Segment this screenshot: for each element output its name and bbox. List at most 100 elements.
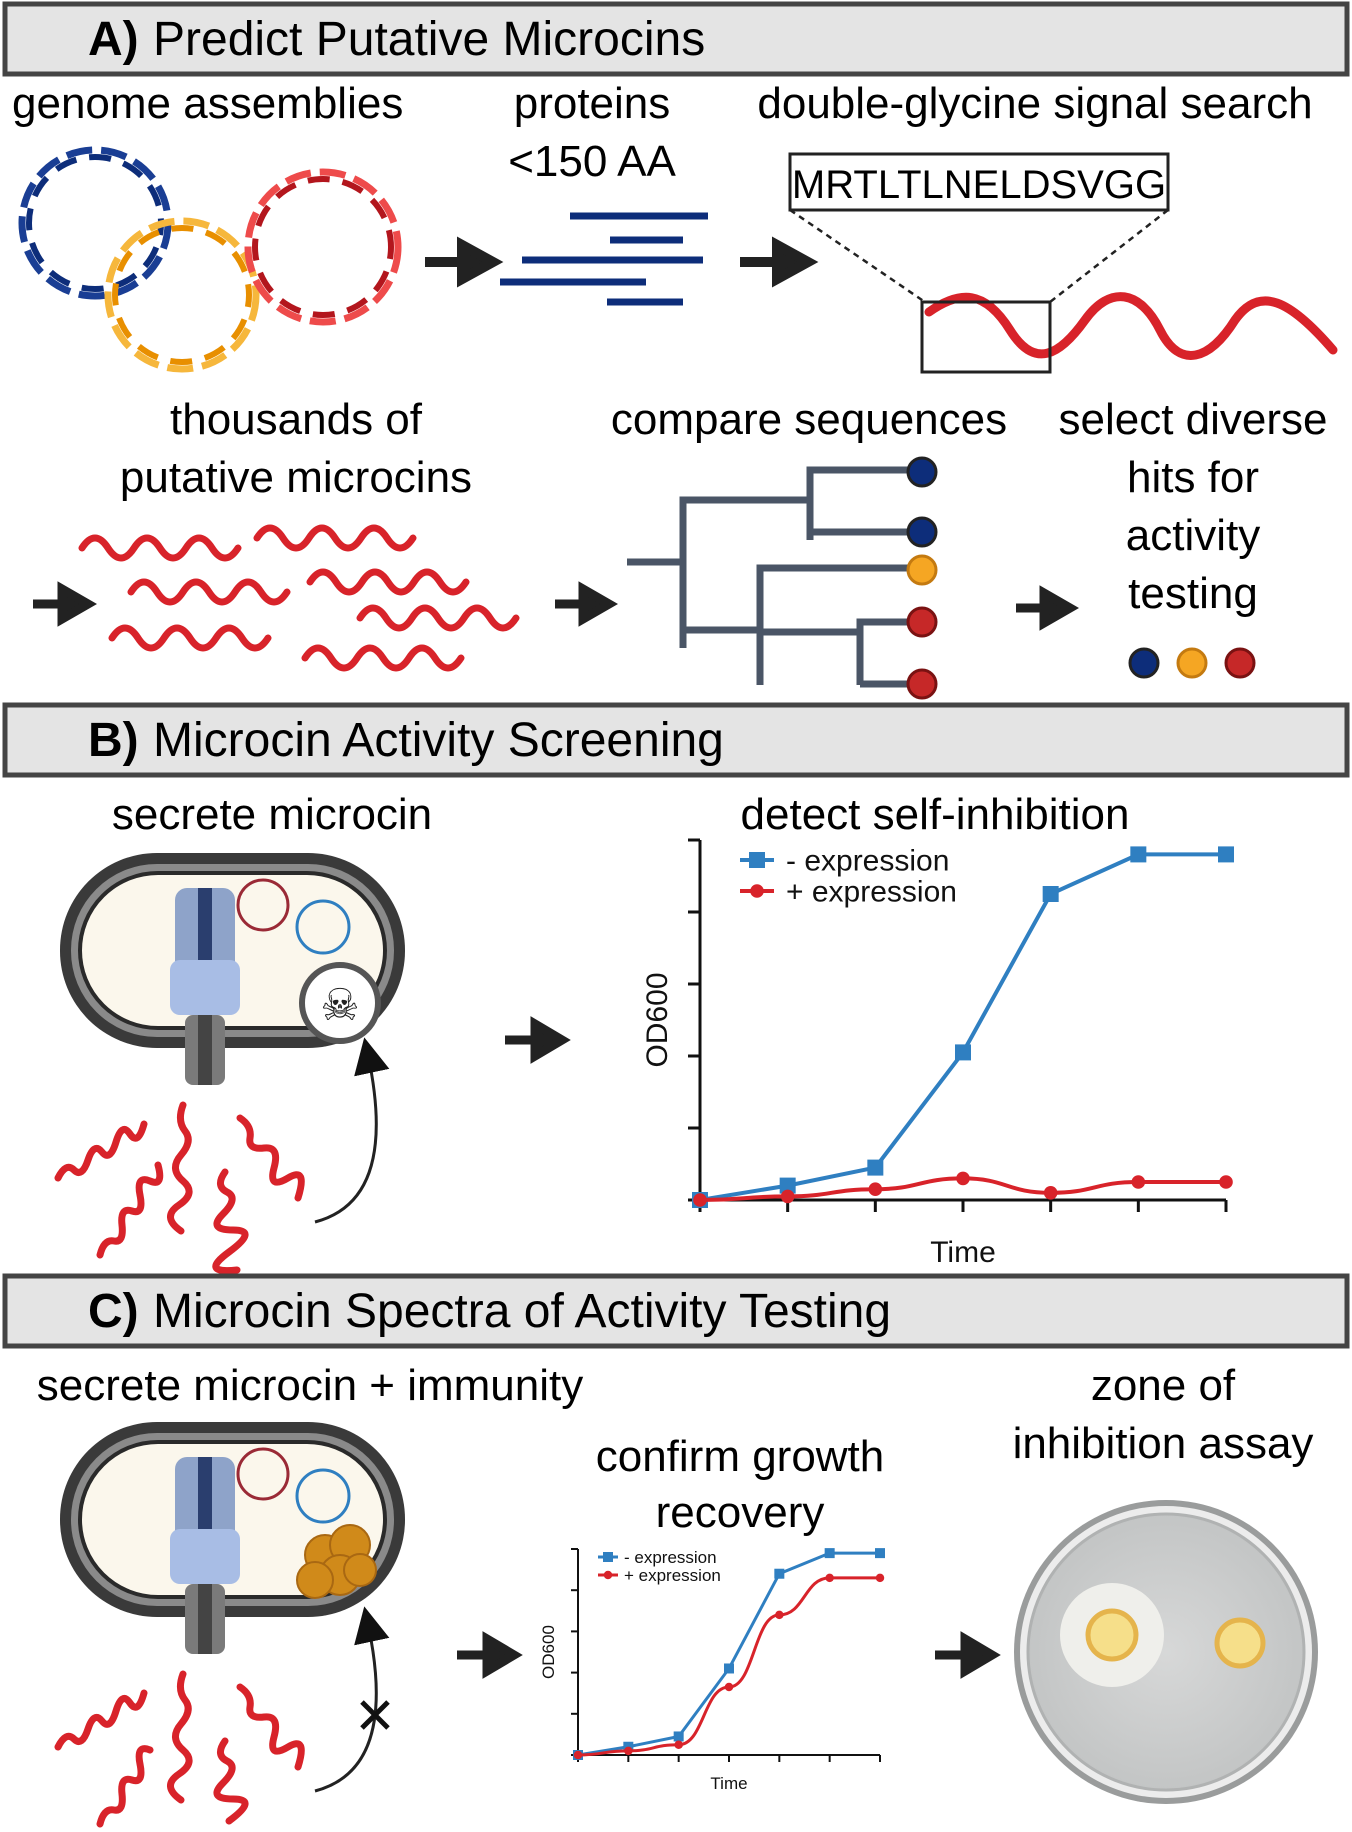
plasmid-red-icon [236, 878, 290, 932]
legend-marker [603, 1570, 613, 1580]
proteins-length-label: <150 AA [508, 137, 676, 186]
data-point-minus-expression [875, 1548, 885, 1559]
section-b-header-box [2, 702, 1350, 778]
legend-marker [749, 852, 765, 868]
data-point-minus-expression [955, 1044, 971, 1061]
toxin-return-arrow-b [314, 1037, 390, 1224]
section-a: A) Predict Putative Microcins genome ass… [2, 1, 1350, 700]
block-x-icon [360, 1700, 390, 1730]
tree-leaf-red-2 [906, 668, 938, 700]
selected-hit-blue [1128, 647, 1160, 679]
selected-hit-orange [1176, 647, 1208, 679]
tree-leaf-blue-2 [906, 516, 938, 548]
section-c-title: Microcin Spectra of Activity Testing [153, 1285, 891, 1338]
proteins-label: proteins [514, 79, 671, 128]
plasmid-blue-icon [295, 899, 351, 955]
data-point-plus-expression [868, 1182, 883, 1196]
data-point-minus-expression [1042, 886, 1059, 902]
data-point-plus-expression [780, 1189, 795, 1204]
arrow-microcins-to-tree [555, 581, 619, 627]
signal-highlight-box [920, 300, 1052, 374]
data-point-minus-expression [824, 1548, 835, 1559]
producer-cell-b: ☠ [60, 853, 405, 1085]
arrow-into-microcins [33, 581, 98, 627]
legend-label: - expression [786, 845, 949, 878]
compare-sequences-label: compare sequences [611, 395, 1007, 444]
arrow-chart-to-plate [935, 1631, 1001, 1679]
peptide-wave-large [924, 292, 1338, 360]
section-c-letter: C) [88, 1285, 139, 1338]
genome-assemblies-label: genome assemblies [12, 79, 403, 128]
legend-marker [750, 884, 764, 898]
tree-leaf-orange [906, 554, 938, 586]
plasmid-blue-icon [295, 1468, 351, 1524]
data-point-plus-expression [624, 1746, 633, 1756]
plasmid-red-icon [236, 1447, 290, 1501]
orange-genome-circle [104, 217, 260, 373]
transporter-icon [170, 888, 240, 1085]
signal-sequence-text: MRTLTLNELDSVGG [792, 163, 1166, 207]
select-diverse-label: select diverse [1058, 395, 1327, 444]
selected-hit-red [1224, 647, 1256, 679]
chart-b-title: detect self-inhibition [741, 790, 1130, 839]
skull-toxin-icon: ☠ [299, 962, 381, 1044]
section-a-header-box [2, 1, 1350, 77]
arrow-cell-to-chart-c [457, 1631, 523, 1679]
tree-leaf-blue-1 [906, 456, 938, 488]
data-point-minus-expression [1218, 846, 1234, 863]
arrow-cell-to-chart-b [505, 1016, 571, 1064]
data-point-minus-expression [867, 1159, 884, 1176]
data-point-plus-expression [775, 1610, 784, 1620]
data-point-plus-expression [1219, 1175, 1233, 1189]
arrow-genomes-to-proteins [425, 236, 504, 288]
data-point-minus-expression [779, 1177, 796, 1194]
data-point-plus-expression [724, 1682, 734, 1692]
thousands-label: thousands of [170, 395, 423, 444]
legend-label: + expression [786, 876, 957, 909]
section-c-header-box [2, 1273, 1350, 1349]
section-a-title: Predict Putative Microcins [153, 13, 705, 66]
self-inhibition-chart: Time OD600 - expression+ expression [641, 838, 1234, 1269]
proteins-lines-icon [500, 212, 708, 306]
section-c: C) Microcin Spectra of Activity Testing … [2, 1273, 1350, 1828]
section-b-title: Microcin Activity Screening [153, 714, 724, 767]
phylogenetic-tree [627, 466, 925, 688]
data-point-plus-expression [875, 1573, 885, 1583]
data-point-plus-expression [956, 1171, 970, 1186]
legend-marker [603, 1552, 613, 1562]
many-microcin-waves [78, 524, 520, 672]
data-point-plus-expression [1131, 1175, 1146, 1189]
section-b-letter: B) [88, 714, 139, 767]
blue-genome-circle [18, 146, 172, 300]
immunity-protein-icon [296, 1524, 377, 1599]
transporter-icon [170, 1457, 240, 1654]
recovery-label: recovery [656, 1488, 825, 1537]
secrete-microcin-immunity-label: secrete microcin + immunity [37, 1361, 583, 1410]
data-point-minus-expression [673, 1731, 684, 1742]
arrow-proteins-to-search [740, 236, 819, 288]
confirm-growth-label: confirm growth [596, 1432, 885, 1481]
legend-label: - expression [624, 1548, 717, 1567]
section-a-letter: A) [88, 13, 139, 66]
y-axis-label: OD600 [641, 972, 674, 1067]
x-axis-label: Time [930, 1236, 996, 1269]
data-point-minus-expression [774, 1568, 785, 1579]
arrow-tree-to-selection [1016, 585, 1080, 631]
data-point-plus-expression [1043, 1186, 1058, 1200]
producer-cell-c [60, 1422, 405, 1654]
putative-microcins-label: putative microcins [120, 453, 472, 502]
red-genome-circle [244, 168, 402, 326]
hits-for-label: hits for [1127, 453, 1259, 502]
inhibition-assay-label: inhibition assay [1013, 1419, 1314, 1468]
blocked-return-arrow-c [314, 1606, 390, 1793]
activity-label: activity [1126, 511, 1260, 560]
testing-label: testing [1128, 569, 1258, 618]
data-point-minus-expression [724, 1663, 734, 1674]
petri-dish-icon [1014, 1500, 1318, 1804]
signal-search-label: double-glycine signal search [757, 79, 1312, 128]
svg-text:☠: ☠ [320, 981, 359, 1030]
y-axis-label: OD600 [539, 1625, 558, 1679]
legend-label: + expression [624, 1566, 721, 1585]
